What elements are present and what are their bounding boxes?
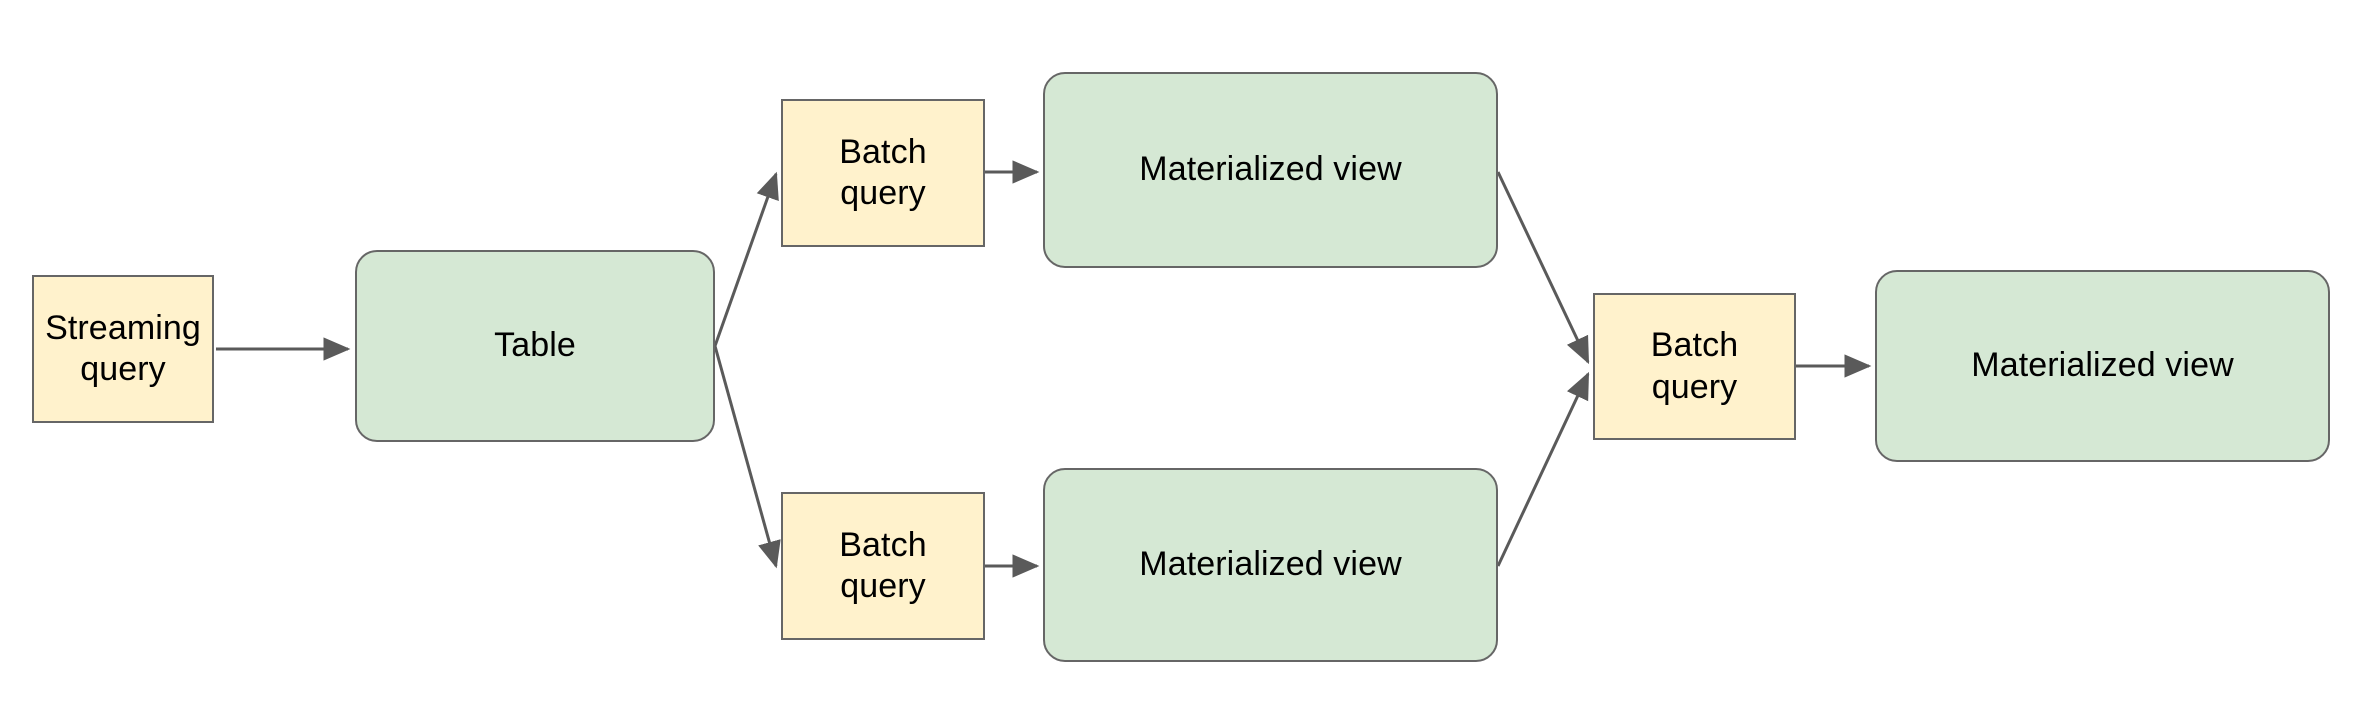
node-materialized-view-bottom[interactable]: Materialized view bbox=[1043, 468, 1498, 662]
node-batch-query-top[interactable]: Batch query bbox=[781, 99, 985, 247]
node-batch-query-bottom[interactable]: Batch query bbox=[781, 492, 985, 640]
node-batch-query-center-label: Batch query bbox=[1650, 326, 1739, 406]
edge-table-to-batch-query-top bbox=[713, 171, 779, 347]
node-streaming-query[interactable]: Streaming query bbox=[32, 275, 214, 423]
node-table-label: Table bbox=[494, 326, 576, 365]
edge-materialized-view-bottom-to-batch-query-center bbox=[1496, 371, 1590, 567]
node-materialized-view-top-label: Materialized view bbox=[1139, 150, 1402, 189]
edge-materialized-view-top-to-batch-query-center bbox=[1496, 171, 1590, 365]
node-materialized-view-top[interactable]: Materialized view bbox=[1043, 72, 1498, 268]
node-materialized-view-bottom-label: Materialized view bbox=[1139, 545, 1402, 584]
node-materialized-view-right[interactable]: Materialized view bbox=[1875, 270, 2330, 462]
node-batch-query-top-label: Batch query bbox=[839, 132, 927, 212]
node-streaming-query-label: Streaming query bbox=[45, 308, 201, 388]
edge-table-to-batch-query-bottom bbox=[713, 345, 781, 569]
node-batch-query-bottom-label: Batch query bbox=[839, 525, 927, 605]
node-table[interactable]: Table bbox=[355, 250, 715, 442]
node-materialized-view-right-label: Materialized view bbox=[1971, 346, 2234, 385]
node-batch-query-center[interactable]: Batch query bbox=[1593, 293, 1796, 440]
